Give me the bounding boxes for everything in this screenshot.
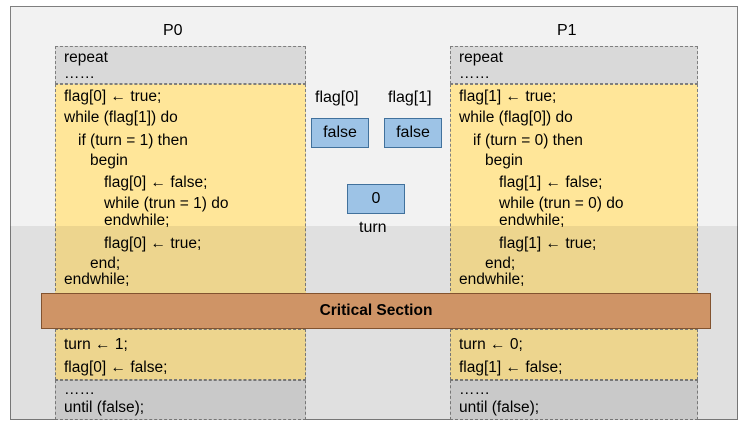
p1-code-line: flag[1] ← true; [459,88,557,105]
p1-code-line: while (flag[0]) do [459,109,573,126]
p1-entry-code-block: flag[1] ← true; while (flag[0]) do if (t… [450,84,698,296]
p0-code-line: while (flag[1]) do [64,109,178,126]
p0-code-line: while (trun = 1) do [104,195,229,212]
p0-code-line: flag[0] ← true; [104,235,202,252]
p1-code-line: endwhile; [459,271,525,288]
p1-exit-line: turn ← 0; [459,336,523,353]
p1-tail-line: …… [459,381,490,398]
p1-title: P1 [557,22,577,39]
p1-entry-block: repeat …… [450,46,698,84]
flag1-label: flag[1] [388,89,432,106]
turn-value-box: 0 [347,184,405,214]
critical-section-bar: Critical Section [41,293,711,329]
p0-tail-line: until (false); [64,399,145,416]
flag0-label: flag[0] [315,89,359,106]
p1-code-line: flag[1] ← false; [499,174,603,191]
flag0-value-box: false [311,118,369,148]
p1-tail-block: …… until (false); [450,380,698,420]
p1-exit-block: turn ← 0; flag[1] ← false; [450,329,698,380]
p0-entry-code-block: flag[0] ← true; while (flag[1]) do if (t… [55,84,306,296]
p1-exit-line: flag[1] ← false; [459,359,563,376]
p0-code-line: flag[0] ← false; [104,174,208,191]
p0-entry-block: repeat …… [55,46,306,84]
p0-title: P0 [163,22,183,39]
p0-code-line: begin [90,152,128,169]
p0-exit-block: turn ← 1; flag[0] ← false; [55,329,306,380]
p0-code-line: endwhile; [64,271,130,288]
flag1-value-box: false [384,118,442,148]
p0-code-line: if (turn = 1) then [78,132,188,149]
p1-entry-line: repeat [459,49,503,66]
p0-exit-line: flag[0] ← false; [64,359,168,376]
p0-entry-line: repeat [64,49,108,66]
p0-code-line: endwhile; [104,212,170,229]
p0-code-line: flag[0] ← true; [64,88,162,105]
p1-entry-line: …… [459,65,490,82]
turn-label: turn [359,219,387,236]
p0-tail-block: …… until (false); [55,380,306,420]
p0-exit-line: turn ← 1; [64,336,128,353]
p1-code-line: begin [485,152,523,169]
p0-tail-line: …… [64,381,95,398]
p0-entry-line: …… [64,65,95,82]
p1-code-line: endwhile; [499,212,565,229]
p1-tail-line: until (false); [459,399,540,416]
p1-code-line: while (trun = 0) do [499,195,624,212]
p0-code-line: end; [90,255,121,272]
p1-code-line: end; [485,255,516,272]
p1-code-line: flag[1] ← true; [499,235,597,252]
p1-code-line: if (turn = 0) then [473,132,583,149]
